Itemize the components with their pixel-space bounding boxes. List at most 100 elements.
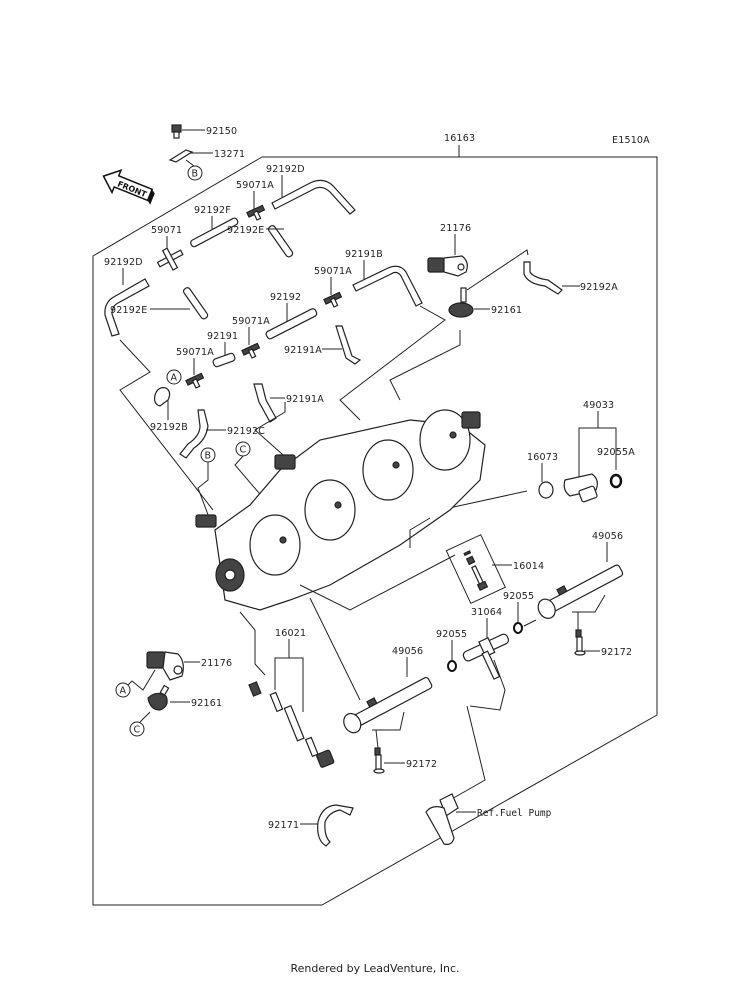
hose-92192[interactable] <box>265 308 318 340</box>
hose-92191A-a[interactable] <box>335 325 362 365</box>
tee-59071A-top[interactable] <box>246 204 266 221</box>
bracket-49056-right <box>572 594 606 613</box>
label-92191A-b[interactable]: 92191A <box>286 394 324 405</box>
footer-credit: Rendered by LeadVenture, Inc. <box>290 962 460 975</box>
label-16073[interactable]: 16073 <box>527 452 558 463</box>
label-92161-top[interactable]: 92161 <box>491 305 522 316</box>
hose-92192F[interactable] <box>190 217 239 248</box>
label-16163[interactable]: 16163 <box>444 133 475 144</box>
oring-92055A[interactable] <box>609 473 623 489</box>
tee-59071A-left[interactable] <box>185 372 205 389</box>
label-92055-left[interactable]: 92055 <box>436 629 467 640</box>
callout-a-left <box>166 369 182 385</box>
cap-92192B[interactable] <box>153 387 171 407</box>
label-92191[interactable]: 92191 <box>207 331 238 342</box>
sensor-21176-top[interactable] <box>427 255 468 277</box>
callout-b-top-text: B <box>192 169 199 180</box>
label-59071A-mid[interactable]: 59071A <box>314 266 352 277</box>
label-92055A[interactable]: 92055A <box>597 447 635 458</box>
label-92192[interactable]: 92192 <box>270 292 301 303</box>
label-59071A-left[interactable]: 59071A <box>176 347 214 358</box>
hose-92191[interactable] <box>212 352 236 368</box>
grommet-92161-bottom[interactable] <box>147 684 170 711</box>
screw-16021[interactable] <box>248 666 335 781</box>
subframe-line-b <box>197 462 211 521</box>
hose-92191A-b[interactable] <box>253 383 277 423</box>
tee-59071A-mid[interactable] <box>323 291 343 308</box>
label-49033[interactable]: 49033 <box>583 400 614 411</box>
leader-c-bottom <box>139 711 151 723</box>
label-92171[interactable]: 92171 <box>268 820 299 831</box>
label-92172-right[interactable]: 92172 <box>601 647 632 658</box>
label-92192A[interactable]: 92192A <box>580 282 618 293</box>
fuel-rail-49056-left[interactable] <box>340 671 435 735</box>
subframe-line-f <box>389 330 461 401</box>
joint-31064[interactable] <box>461 630 521 687</box>
label-92150[interactable]: 92150 <box>206 126 237 137</box>
label-92192E-a[interactable]: 92192E <box>227 225 264 236</box>
label-92192D-left[interactable]: 92192D <box>104 257 143 268</box>
label-92161-bottom[interactable]: 92161 <box>191 698 222 709</box>
hose-92192D-left[interactable] <box>104 278 150 337</box>
label-59071A-top[interactable]: 59071A <box>236 180 274 191</box>
label-59071A-low[interactable]: 59071A <box>232 316 270 327</box>
label-92191B[interactable]: 92191B <box>345 249 383 260</box>
bracket-16021 <box>274 639 290 690</box>
label-16014[interactable]: 16014 <box>513 561 544 572</box>
hose-92192E-a[interactable] <box>267 225 294 259</box>
hose-92192E-b[interactable] <box>182 287 209 321</box>
label-16021[interactable]: 16021 <box>275 628 306 639</box>
callout-b-top <box>187 165 203 181</box>
label-92192C[interactable]: 92192C <box>227 426 265 437</box>
callout-c-bottom <box>129 721 145 737</box>
label-59071[interactable]: 59071 <box>151 225 182 236</box>
callout-b-mid-text: B <box>205 451 212 462</box>
bracket-49056-left <box>372 711 405 731</box>
leader-rail <box>309 597 361 701</box>
clip-92171[interactable] <box>317 804 354 847</box>
callout-a-bottom <box>115 682 131 698</box>
label-13271[interactable]: 13271 <box>214 149 245 160</box>
leader-fuel-pump <box>449 705 486 801</box>
subframe-line-d <box>254 402 301 471</box>
hose-92192A[interactable] <box>523 261 563 295</box>
sensor-21176-bottom[interactable] <box>146 651 184 681</box>
label-49056-right[interactable]: 49056 <box>592 531 623 542</box>
label-21176-bottom[interactable]: 21176 <box>201 658 232 669</box>
grommet-92161-top[interactable] <box>448 287 474 318</box>
seal-16073[interactable] <box>538 481 554 499</box>
leader-16021 <box>239 611 266 676</box>
bracket-49033 <box>578 411 599 478</box>
fuel-rail-49056-right[interactable] <box>534 559 626 622</box>
label-21176-top[interactable]: 21176 <box>440 223 471 234</box>
throttle-body-16163[interactable] <box>195 409 486 611</box>
label-fuel-pump-ref[interactable]: Ref.Fuel Pump <box>477 808 552 819</box>
oring-92055-right[interactable] <box>513 622 523 634</box>
hose-92192D-top[interactable] <box>271 179 356 215</box>
callout-a-bottom-text: A <box>120 686 127 697</box>
label-92055-right[interactable]: 92055 <box>503 591 534 602</box>
label-92172-bottom[interactable]: 92172 <box>406 759 437 770</box>
oring-92055-left[interactable] <box>447 660 457 672</box>
label-92192D-top[interactable]: 92192D <box>266 164 305 175</box>
label-92192E-b[interactable]: 92192E <box>110 305 147 316</box>
fuel-pump-connector[interactable] <box>425 793 459 845</box>
label-49056-left[interactable]: 49056 <box>392 646 423 657</box>
label-92191A-a[interactable]: 92191A <box>284 345 322 356</box>
screw-16014[interactable] <box>445 534 506 605</box>
label-92192B[interactable]: 92192B <box>150 422 188 433</box>
assembly-frame <box>92 156 658 906</box>
bolt-92172-right[interactable] <box>574 629 586 656</box>
hose-92191B[interactable] <box>352 265 423 307</box>
subframe-line <box>119 339 214 511</box>
injector-49033[interactable] <box>563 473 598 503</box>
label-31064[interactable]: 31064 <box>471 607 502 618</box>
leader-16014 <box>409 517 431 548</box>
bolt-92150[interactable] <box>171 124 182 139</box>
label-92192F[interactable]: 92192F <box>194 205 231 216</box>
bolt-92172-bottom[interactable] <box>373 747 385 774</box>
bracket-13271[interactable] <box>168 149 194 163</box>
tee-59071A-low[interactable] <box>241 342 261 359</box>
cross-59071[interactable] <box>156 247 184 271</box>
